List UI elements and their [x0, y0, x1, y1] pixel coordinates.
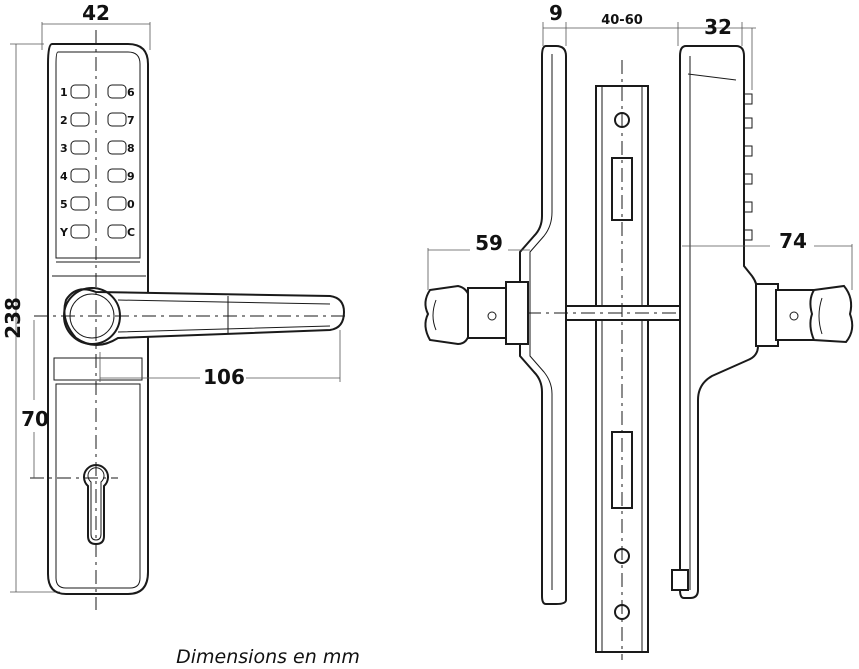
door-thickness-label: 40-60 [601, 13, 643, 28]
outer-button-profile [743, 93, 753, 241]
key-button-8[interactable] [107, 140, 127, 155]
side-view: 9 40-60 32 [424, 1, 854, 660]
key-label-c: C [127, 226, 135, 239]
key-button-c[interactable] [107, 224, 127, 239]
key-label-5: 5 [60, 198, 68, 211]
inner-handle-dimension-label: 59 [475, 231, 503, 255]
lever-length-dimension-label: 106 [203, 365, 245, 389]
inner-escutcheon [519, 45, 567, 605]
key-label-3: 3 [60, 142, 68, 155]
key-button-3[interactable] [70, 140, 90, 155]
key-button-6[interactable] [107, 84, 127, 99]
outer-handle-dimension-label: 74 [779, 229, 807, 253]
units-caption: Dimensions en mm [176, 646, 360, 668]
key-label-0: 0 [127, 198, 135, 211]
keypad-left-column: 1 2 3 4 5 Y [59, 84, 90, 239]
front-view: 42 238 1 2 3 4 5 Y [1, 1, 350, 610]
width-dimension-label: 42 [82, 1, 110, 25]
body-depth-label: 32 [704, 15, 732, 39]
outer-handle [755, 283, 854, 347]
key-button-y[interactable] [70, 224, 90, 239]
key-label-y: Y [59, 226, 69, 239]
key-button-0[interactable] [107, 196, 127, 211]
key-button-1[interactable] [70, 84, 90, 99]
keypad-right-column: 6 7 8 9 0 C [107, 84, 135, 239]
keypad: 1 2 3 4 5 Y 6 7 8 9 [59, 84, 135, 239]
key-button-7[interactable] [107, 112, 127, 127]
key-center-dimension-label: 70 [21, 407, 49, 431]
key-label-2: 2 [60, 114, 68, 127]
height-dimension-label: 238 [1, 297, 25, 339]
key-button-4[interactable] [70, 168, 90, 183]
inner-handle [424, 281, 529, 346]
key-label-7: 7 [127, 114, 135, 127]
key-label-8: 8 [127, 142, 135, 155]
key-label-9: 9 [127, 170, 135, 183]
keyhole-cylinder [83, 464, 109, 546]
key-button-5[interactable] [70, 196, 90, 211]
outer-keypad-body [679, 45, 759, 599]
key-label-6: 6 [127, 86, 135, 99]
key-label-1: 1 [60, 86, 68, 99]
key-button-9[interactable] [107, 168, 127, 183]
plate-thickness-label: 9 [549, 1, 563, 25]
key-label-4: 4 [60, 170, 68, 183]
key-button-2[interactable] [70, 112, 90, 127]
